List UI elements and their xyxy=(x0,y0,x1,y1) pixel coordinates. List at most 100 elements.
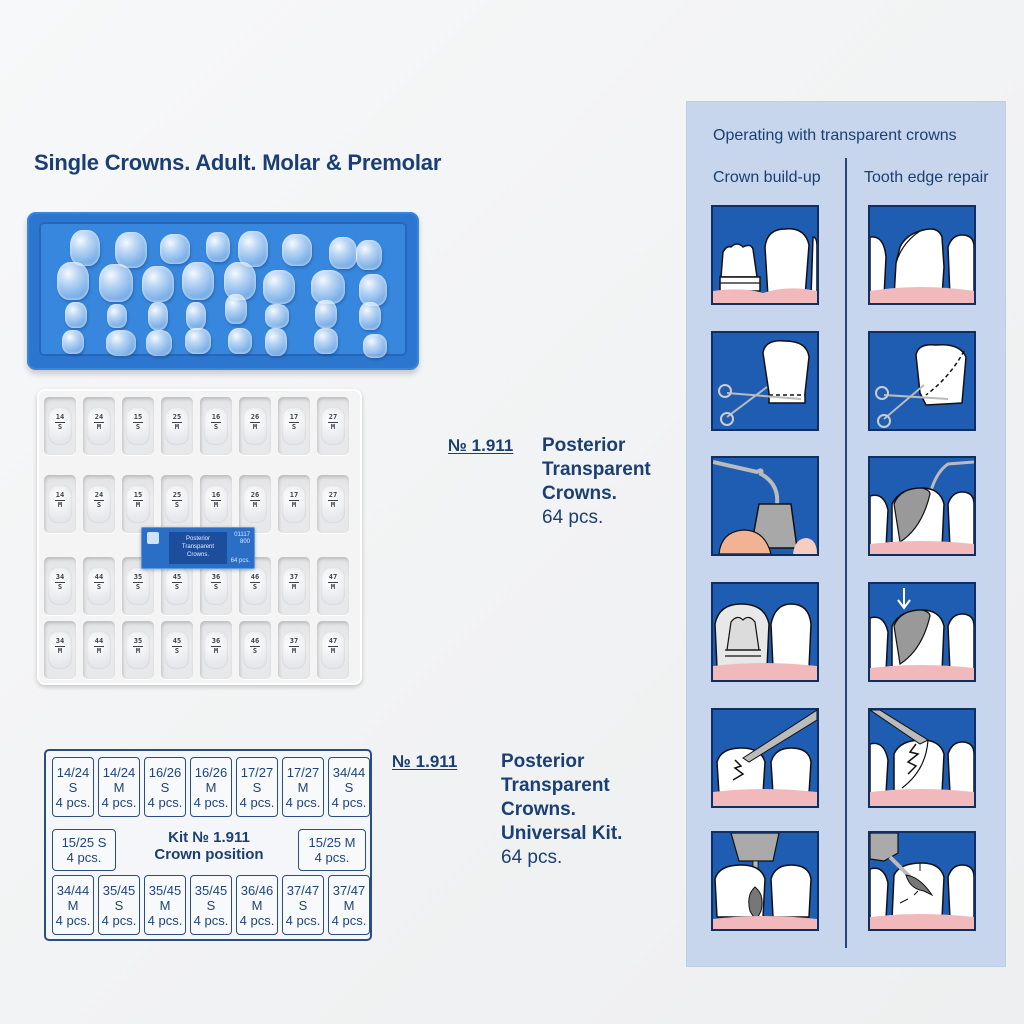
crown-in-well xyxy=(126,631,150,669)
crown-item xyxy=(106,330,136,356)
crown-in-well xyxy=(204,485,228,523)
kit-cell-middle-left: 15/25 S 4 pcs. xyxy=(52,829,116,871)
crown-item xyxy=(311,270,345,304)
crown-item xyxy=(185,328,211,354)
instruction-panel: Operating with transparent crowns Crown … xyxy=(687,102,1005,966)
step-press-crown-onto-tooth xyxy=(868,582,976,682)
crown-in-well xyxy=(165,485,189,523)
crown-in-well xyxy=(48,631,72,669)
crown-in-well xyxy=(243,407,267,445)
crown-item xyxy=(363,334,387,358)
kit-title: Kit № 1.911 Crown position xyxy=(154,829,264,863)
tray-product-label: Posterior Transparent Crowns. 01117 800 … xyxy=(141,527,255,569)
column-divider xyxy=(845,158,847,948)
crown-in-well xyxy=(282,567,306,605)
crown-in-well xyxy=(126,485,150,523)
crown-item xyxy=(228,328,252,354)
crown-in-well xyxy=(48,567,72,605)
crown-in-well xyxy=(48,407,72,445)
crown-item xyxy=(224,262,256,300)
step-fill-crown-with-composite xyxy=(711,456,819,556)
step-crown-on-tooth-stump xyxy=(711,205,819,305)
step-finish-with-bur xyxy=(711,831,819,931)
instruction-panel-title: Operating with transparent crowns xyxy=(713,127,957,144)
product-number: № 1.911 xyxy=(448,436,514,455)
step-remove-crown-fragment xyxy=(868,708,976,808)
crown-in-well xyxy=(87,485,111,523)
tray-label-code: 01117 800 xyxy=(234,532,250,545)
crown-in-well xyxy=(282,407,306,445)
crown-in-well xyxy=(48,485,72,523)
tray-label-text: Posterior Transparent Crowns. xyxy=(169,532,227,564)
crown-item xyxy=(186,302,206,330)
crown-item xyxy=(225,294,247,324)
product-description: Posterior Transparent Crowns. 64 pcs. xyxy=(542,435,651,528)
column-title-tooth-edge-repair: Tooth edge repair xyxy=(864,169,989,186)
kit-crown-position-map: Kit № 1.911 Crown position 15/25 S 4 pcs… xyxy=(44,749,372,941)
crown-in-well xyxy=(204,631,228,669)
blue-tray-inner xyxy=(39,222,407,358)
crown-item xyxy=(148,302,168,330)
product-number-kit: № 1.911 xyxy=(392,752,458,771)
crown-in-well xyxy=(126,407,150,445)
crown-in-well xyxy=(87,407,111,445)
crown-in-well xyxy=(165,407,189,445)
step-fill-crown-segment xyxy=(868,456,976,556)
crown-item xyxy=(115,232,147,268)
crown-in-well xyxy=(165,567,189,605)
crown-item xyxy=(160,234,190,264)
crown-in-well xyxy=(243,567,267,605)
crown-in-well xyxy=(282,631,306,669)
product-description-kit: Posterior Transparent Crowns. Universal … xyxy=(501,751,623,868)
crown-item xyxy=(107,304,127,328)
crown-item xyxy=(65,302,87,328)
crown-item xyxy=(314,328,338,354)
crown-item xyxy=(265,328,287,356)
crown-item xyxy=(206,232,230,262)
page-title: Single Crowns. Adult. Molar & Premolar xyxy=(34,150,442,175)
crown-in-well xyxy=(321,407,345,445)
crown-item xyxy=(263,270,295,304)
